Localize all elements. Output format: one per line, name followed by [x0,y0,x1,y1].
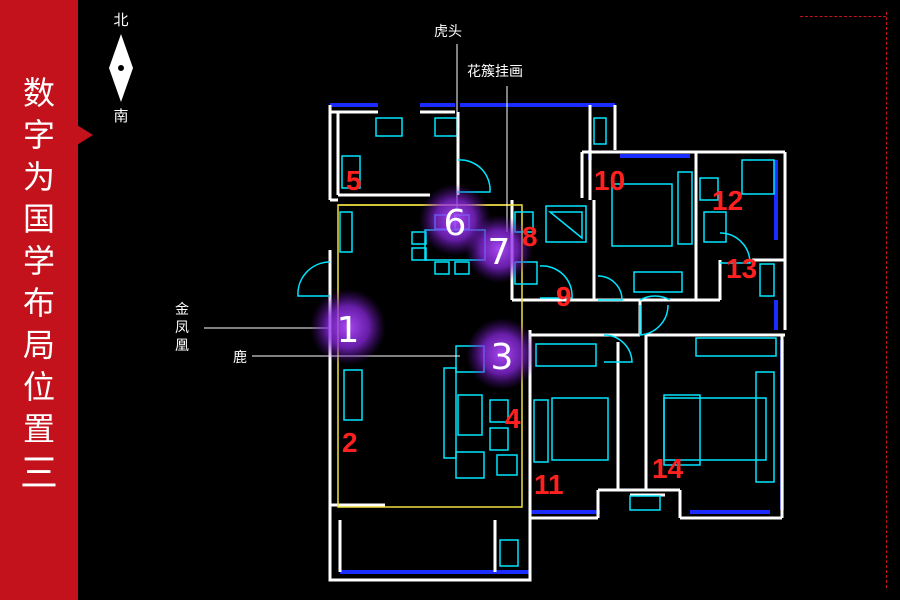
room-number-8: 8 [522,221,538,252]
walls [328,105,787,582]
marker-3: 3 [466,318,538,390]
title-char: 为 [22,158,55,196]
marker-1: 1 [310,289,386,365]
sidebar-banner: 数 字 为 国 学 布 局 位 置 三 [0,0,78,600]
frame-corner-top [800,16,886,17]
callout-phoenix-3: 凰 [175,338,189,354]
room-number-12: 12 [712,185,743,216]
room-number-11: 11 [534,469,564,500]
part-number: 三 [19,451,58,495]
callout-tiger-head: 虎头 [434,24,462,40]
title-char: 局 [22,326,55,364]
room-number-4: 4 [505,403,521,434]
callout-deer: 鹿 [233,349,247,366]
room-number-13: 13 [726,253,757,284]
title-char: 位 [22,368,55,406]
room-number-9: 9 [556,281,572,312]
room-numbers: 2 4 5 8 9 10 11 12 13 14 [342,165,757,500]
sidebar-title: 数 字 为 国 学 布 局 位 置 三 [0,72,78,496]
title-char: 字 [22,116,55,154]
compass: 北 南 [109,11,133,125]
windows [330,103,784,574]
room-number-14: 14 [652,453,684,484]
marker-7-label: 7 [488,232,511,273]
room-number-10: 10 [594,165,625,196]
callout-phoenix-1: 金 [175,302,189,318]
room-number-2: 2 [342,427,358,458]
sidebar-arrow [77,125,93,145]
callout-flower-painting: 花簇挂画 [467,64,523,80]
marker-1-label: 1 [337,310,360,351]
marker-3-label: 3 [491,337,514,378]
room-number-5: 5 [346,165,362,196]
title-char: 学 [22,242,55,280]
marker-7: 7 [465,215,533,283]
marker-6-label: 6 [444,203,467,244]
callout-phoenix-2: 凤 [175,320,189,336]
furniture [339,117,777,567]
title-char: 国 [22,200,55,238]
compass-north-label: 北 [113,11,128,29]
compass-center-icon [118,65,124,71]
title-char: 数 [22,74,55,112]
compass-south-label: 南 [113,107,128,125]
frame-corner-right [886,12,887,588]
title-char: 置 [22,410,55,448]
title-char: 布 [22,284,55,322]
